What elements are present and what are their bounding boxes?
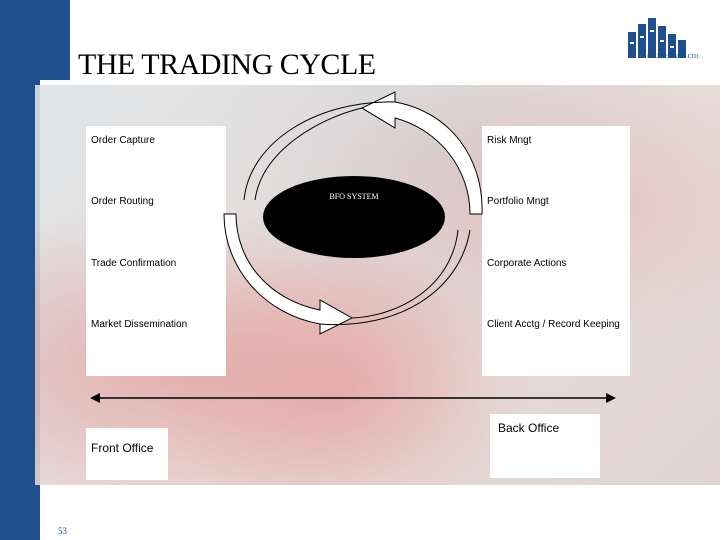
front-office-item-order-capture: Order Capture bbox=[91, 135, 155, 146]
divider-arrowhead-left bbox=[90, 393, 100, 403]
back-office-item-risk-mngt: Risk Mngt bbox=[487, 135, 532, 146]
cycle-arrow-top bbox=[360, 91, 483, 215]
exchange-logo bbox=[628, 18, 686, 58]
back-office-item-corporate-actions: Corporate Actions bbox=[487, 258, 567, 269]
logo-caption: ’ K EXCHANGE LTD. bbox=[644, 54, 700, 60]
back-office-panel bbox=[482, 126, 630, 376]
front-office-item-trade-confirmation: Trade Confirmation bbox=[91, 258, 177, 269]
front-office-item-order-routing: Order Routing bbox=[91, 196, 154, 207]
bfo-system-ellipse bbox=[263, 176, 445, 258]
back-office-item-client-acctg: Client Acctg / Record Keeping bbox=[487, 319, 620, 330]
bfo-system-label: BFO SYSTEM bbox=[329, 192, 379, 201]
back-office-label: Back Office bbox=[498, 421, 560, 435]
cycle-arrow-bottom bbox=[223, 213, 354, 335]
front-office-item-market-dissemination: Market Dissemination bbox=[91, 319, 188, 330]
back-office-label-panel bbox=[490, 414, 600, 478]
back-office-item-portfolio-mngt: Portfolio Mngt bbox=[487, 196, 549, 207]
front-office-panel bbox=[86, 126, 226, 376]
front-office-label-panel bbox=[86, 428, 168, 480]
divider-arrowhead-right bbox=[606, 393, 616, 403]
front-office-label: Front Office bbox=[91, 441, 154, 455]
slide-title: THE TRADING CYCLE bbox=[78, 48, 376, 81]
page-number: 53 bbox=[58, 526, 67, 536]
